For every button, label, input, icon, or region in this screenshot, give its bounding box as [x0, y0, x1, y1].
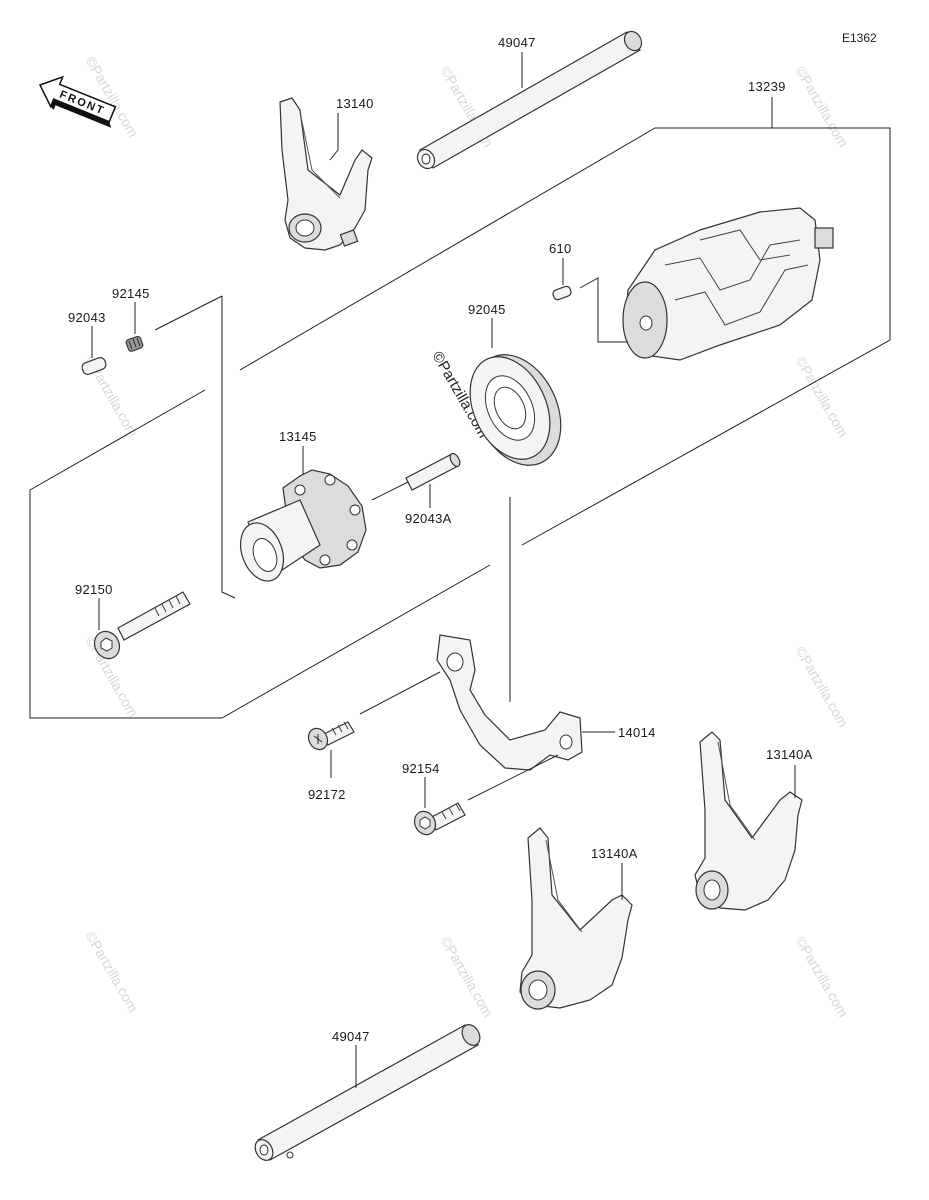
label-spring: 92145 — [112, 286, 150, 301]
label-shift-fork-top: 13140 — [336, 96, 374, 111]
label-screw-92172: 92172 — [308, 787, 346, 802]
shift-fork-center — [519, 827, 633, 1010]
label-drum-cam: 13145 — [279, 429, 317, 444]
label-shift-drum: 13239 — [748, 79, 786, 94]
diagram-code: E1362 — [842, 31, 877, 45]
label-pin-610: 610 — [549, 241, 572, 256]
bolt-92150 — [93, 591, 191, 660]
pin-610 — [552, 285, 572, 301]
label-shift-fork-right: 13140A — [766, 747, 813, 762]
holder-plate-14014 — [436, 634, 583, 771]
watermark: ©Partzilla.com — [82, 929, 141, 1015]
screw-92172 — [307, 721, 355, 751]
label-pin-92043a: 92043A — [405, 511, 452, 526]
dowel-pin-92043 — [81, 357, 107, 375]
label-bolt-92154: 92154 — [402, 761, 440, 776]
label-bolt-92150: 92150 — [75, 582, 113, 597]
bolt-92154 — [413, 802, 466, 836]
label-shift-rod-bottom: 49047 — [332, 1029, 370, 1044]
spring-92145 — [125, 335, 144, 352]
label-bearing: 92045 — [468, 302, 506, 317]
shift-rod-bottom — [254, 1024, 481, 1161]
label-shift-rod-top: 49047 — [498, 35, 536, 50]
shift-fork-right — [694, 731, 803, 911]
watermark: ©Partzilla.com — [792, 644, 851, 730]
watermark: ©Partzilla.com — [792, 934, 851, 1020]
watermark: ©Partzilla.com — [437, 934, 496, 1020]
label-holder-plate: 14014 — [618, 725, 656, 740]
shift-fork-top — [279, 97, 373, 251]
drum-cam-13145 — [239, 469, 367, 582]
shift-drum — [622, 207, 834, 361]
bearing-92045 — [469, 354, 562, 466]
watermark: ©Partzilla.com — [792, 64, 851, 150]
shift-rod-top — [416, 30, 643, 170]
assembly-frame — [29, 127, 891, 719]
label-dowel-pin: 92043 — [68, 310, 106, 325]
pin-92043a — [405, 452, 461, 491]
label-shift-fork-center: 13140A — [591, 846, 638, 861]
